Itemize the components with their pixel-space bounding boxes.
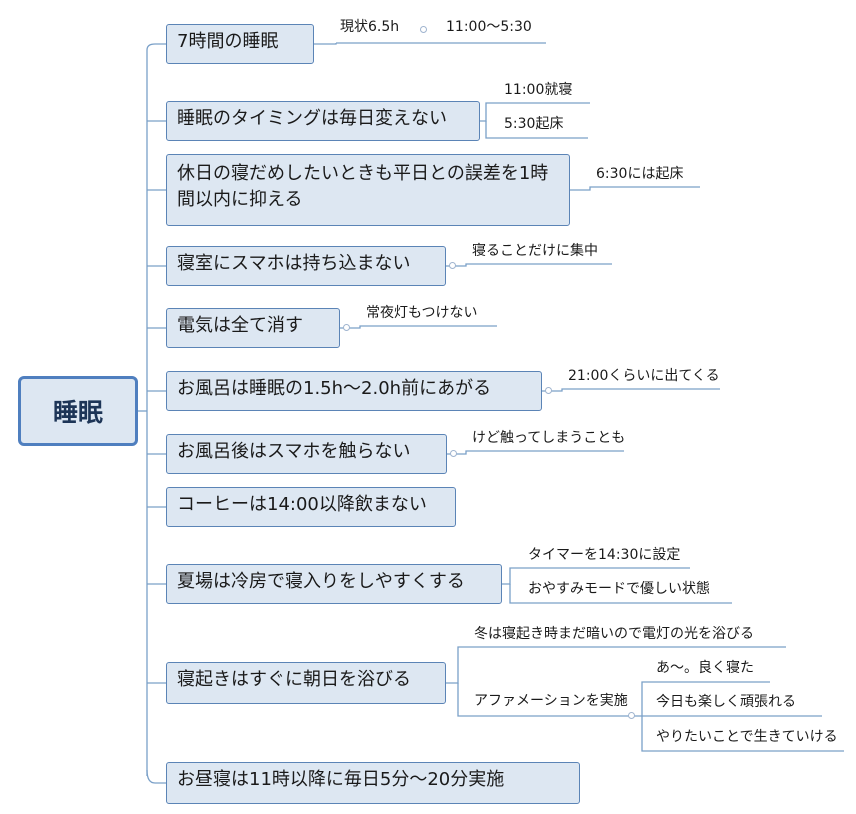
central-topic[interactable]: 睡眠 [18,376,138,446]
note-sleep-mode: おやすみモードで優しい状態 [528,581,710,597]
branch-topic[interactable]: お風呂後はスマホを触らない [166,434,447,474]
branch-topic[interactable]: 寝起きはすぐに朝日を浴びる [166,662,446,704]
collapse-toggle-icon[interactable] [420,26,427,33]
affirmation-item: やりたいことで生きていける [656,729,838,745]
branch-topic[interactable]: 夏場は冷房で寝入りをしやすくする [166,564,502,604]
note-phone-habit: けど触ってしまうことも [472,430,626,446]
note-sleep-window: 11:00〜5:30 [446,19,532,35]
note-timer: タイマーを14:30に設定 [528,547,681,563]
branch-topic[interactable]: 休日の寝だめしたいときも平日との誤差を1時間以内に抑える [166,154,570,226]
collapse-toggle-icon[interactable] [450,450,457,457]
branch-topic[interactable]: コーヒーは14:00以降飲まない [166,487,456,527]
branch-topic[interactable]: お昼寝は11時以降に毎日5分〜20分実施 [166,762,580,804]
note-bedtime: 11:00就寝 [504,82,573,98]
affirmation-item: 今日も楽しく頑張れる [656,694,796,710]
branch-topic[interactable]: 電気は全て消す [166,308,340,348]
collapse-toggle-icon[interactable] [545,387,552,394]
note-holiday-wake: 6:30には起床 [596,166,684,182]
collapse-toggle-icon[interactable] [343,324,350,331]
collapse-toggle-icon[interactable] [628,712,635,719]
note-night-light: 常夜灯もつけない [366,305,478,321]
note-bath-time: 21:00くらいに出てくる [568,368,720,384]
branch-topic[interactable]: 7時間の睡眠 [166,24,314,64]
branch-topic[interactable]: お風呂は睡眠の1.5h〜2.0h前にあがる [166,371,542,411]
branch-topic[interactable]: 寝室にスマホは持ち込まない [166,246,446,286]
note-affirmation: アファメーションを実施 [474,693,628,709]
branch-topic[interactable]: 睡眠のタイミングは毎日変えない [166,101,480,141]
note-focus-sleep: 寝ることだけに集中 [472,243,598,259]
note-wake-time: 5:30起床 [504,116,564,132]
note-current-sleep: 現状6.5h [340,19,400,35]
affirmation-item: あ〜。良く寝た [656,660,754,676]
collapse-toggle-icon[interactable] [449,262,456,269]
note-winter-light: 冬は寝起き時まだ暗いので電灯の光を浴びる [474,626,754,642]
